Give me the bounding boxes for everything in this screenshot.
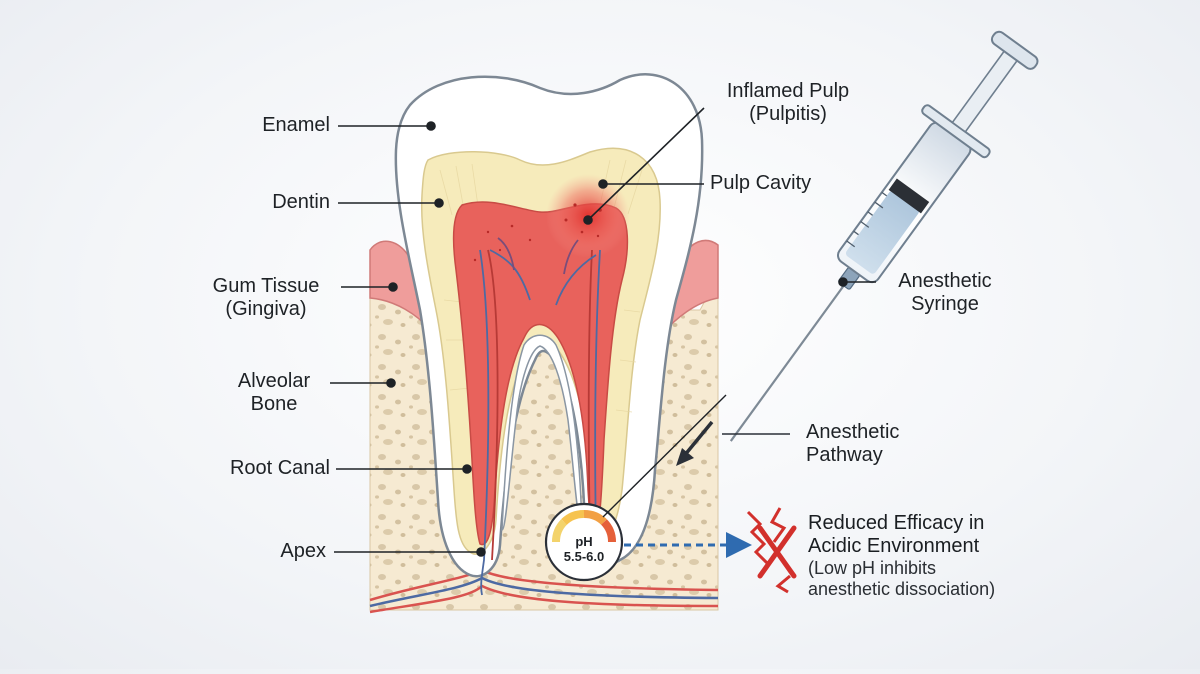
ph-gauge-icon	[544, 502, 624, 582]
ph-label: pH	[575, 534, 593, 549]
anesthetic-pathway-arrow	[676, 420, 790, 466]
syringe-icon	[729, 30, 1039, 442]
label-alveolar-line1: Alveolar	[237, 370, 311, 392]
label-alveolar-bone: Alveolar Bone	[222, 370, 326, 416]
leader-lines	[330, 107, 876, 557]
label-apex: Apex	[280, 540, 326, 562]
label-enamel: Enamel	[262, 114, 330, 136]
arrow-right-icon	[624, 532, 752, 558]
label-dentin: Dentin	[272, 191, 330, 213]
ph-range: 5.5-6.0	[563, 549, 605, 564]
no-effect-cross-icon	[746, 507, 797, 594]
label-anesthetic-syringe: Anesthetic Syringe	[880, 270, 1010, 316]
label-pathway-line1: Anesthetic	[806, 421, 900, 443]
ph-gauge-text: pH 5.5-6.0	[554, 534, 614, 564]
label-anesthetic-pathway: Anesthetic Pathway	[806, 421, 899, 467]
label-gum-tissue: Gum Tissue (Gingiva)	[196, 275, 336, 321]
label-gum-tissue-line1: Gum Tissue	[212, 275, 320, 297]
label-inflamed-pulp: Inflamed Pulp (Pulpitis)	[706, 80, 870, 126]
label-pathway-line2: Pathway	[806, 444, 883, 466]
label-pulp-cavity: Pulp Cavity	[710, 172, 812, 194]
label-inflamed-line2: (Pulpitis)	[749, 103, 827, 125]
label-note-line1: (Low pH inhibits	[808, 558, 937, 578]
label-gum-tissue-line2: (Gingiva)	[225, 298, 307, 320]
label-inflamed-line1: Inflamed Pulp	[726, 80, 850, 102]
label-reduced-efficacy: Reduced Efficacy in Acidic Environment (…	[808, 512, 995, 600]
label-note-line2: anesthetic dissociation)	[808, 579, 996, 599]
label-alveolar-line2: Bone	[250, 393, 298, 415]
label-syringe-line1: Anesthetic	[898, 270, 992, 292]
label-reduced-line1: Reduced Efficacy in	[808, 512, 985, 534]
tooth	[394, 73, 704, 596]
label-reduced-line2: Acidic Environment	[808, 535, 980, 557]
label-root-canal: Root Canal	[229, 457, 330, 479]
label-syringe-line2: Syringe	[911, 293, 979, 315]
